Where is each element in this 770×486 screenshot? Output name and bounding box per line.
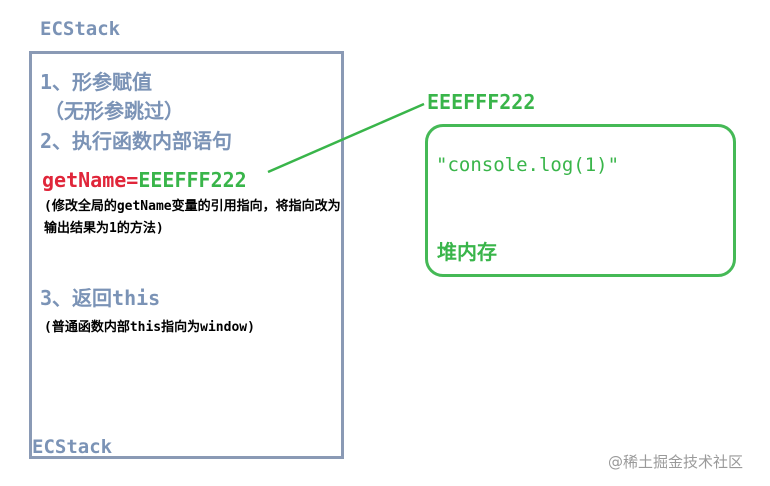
assignment-equals: =	[126, 168, 139, 192]
pointer-line-segment	[267, 102, 425, 174]
heap-label: 堆内存	[437, 240, 497, 264]
ecstack-title-bottom: ECStack	[32, 436, 113, 458]
heap-code: "console.log(1)"	[436, 154, 620, 176]
step-3-return-this: 3、返回this	[40, 286, 161, 310]
step-1-assign-params: 1、形参赋值	[40, 70, 153, 94]
watermark: @稀土掘金技术社区	[608, 453, 744, 471]
heap-address: EEEFFF222	[427, 90, 536, 114]
assignment-statement: getName=EEEFFF222	[42, 168, 247, 192]
step-2-note: (修改全局的getName变量的引用指向，将指向改为输出结果为1的方法)	[44, 199, 341, 236]
step-1-note: （无形参跳过）	[44, 99, 184, 123]
assignment-variable: getName	[42, 168, 127, 192]
ecstack-title-top: ECStack	[40, 18, 121, 40]
assignment-address: EEEFFF222	[138, 168, 247, 192]
heap-box	[425, 124, 736, 277]
step-2-execute-body: 2、执行函数内部语句	[40, 129, 233, 153]
ecstack-box	[29, 51, 344, 459]
step-3-note: (普通函数内部this指向为window)	[44, 320, 255, 335]
